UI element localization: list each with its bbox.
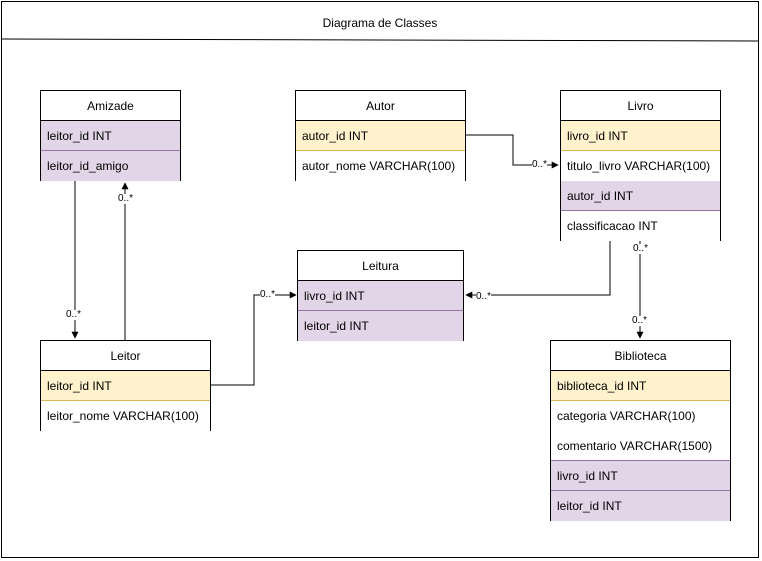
field-leitura-livro-id[interactable]: livro_id INT <box>298 281 463 311</box>
field-livro-livro-id[interactable]: livro_id INT <box>561 121 720 151</box>
class-autor-title: Autor <box>296 91 465 121</box>
class-autor[interactable]: Autor autor_id INT autor_nome VARCHAR(10… <box>295 90 466 181</box>
field-autor-autor-nome[interactable]: autor_nome VARCHAR(100) <box>296 151 465 181</box>
field-leitor-leitor-id[interactable]: leitor_id INT <box>41 371 210 401</box>
field-biblioteca-livro-id[interactable]: livro_id INT <box>551 461 730 491</box>
field-livro-autor-id[interactable]: autor_id INT <box>561 181 720 211</box>
multiplicity-amizade-leitor: 0..* <box>66 309 82 320</box>
diagram-title: Diagrama de Classes <box>322 16 438 30</box>
multiplicity-livro-leitura: 0..* <box>476 291 492 302</box>
multiplicity-autor-livro: 0..* <box>532 159 548 170</box>
field-autor-autor-id[interactable]: autor_id INT <box>296 121 465 151</box>
field-amizade-leitor-id[interactable]: leitor_id INT <box>41 121 180 151</box>
multiplicity-livro-biblioteca-source: 0..* <box>633 243 649 254</box>
class-leitura-title: Leitura <box>298 251 463 281</box>
edge-leitor-leitura <box>211 291 297 386</box>
field-livro-classificacao[interactable]: classificacao INT <box>561 211 720 241</box>
field-biblioteca-leitor-id[interactable]: leitor_id INT <box>551 491 730 521</box>
class-biblioteca-title: Biblioteca <box>551 341 730 371</box>
multiplicity-leitor-leitura: 0..* <box>260 289 276 300</box>
field-livro-titulo-livro[interactable]: titulo_livro VARCHAR(100) <box>561 151 720 181</box>
field-biblioteca-comentario[interactable]: comentario VARCHAR(1500) <box>551 431 730 461</box>
field-biblioteca-biblioteca-id[interactable]: biblioteca_id INT <box>551 371 730 401</box>
field-leitura-leitor-id[interactable]: leitor_id INT <box>298 311 463 341</box>
field-leitor-leitor-nome[interactable]: leitor_nome VARCHAR(100) <box>41 401 210 431</box>
class-biblioteca[interactable]: Biblioteca biblioteca_id INT categoria V… <box>550 340 731 521</box>
class-leitura[interactable]: Leitura livro_id INT leitor_id INT <box>297 250 464 341</box>
class-amizade-title: Amizade <box>41 91 180 121</box>
class-livro[interactable]: Livro livro_id INT titulo_livro VARCHAR(… <box>560 90 721 241</box>
class-livro-title: Livro <box>561 91 720 121</box>
multiplicity-livro-biblioteca-target: 0..* <box>632 315 648 326</box>
class-amizade[interactable]: Amizade leitor_id INT leitor_id_amigo <box>40 90 181 181</box>
field-amizade-leitor-id-amigo[interactable]: leitor_id_amigo <box>41 151 180 181</box>
class-leitor[interactable]: Leitor leitor_id INT leitor_nome VARCHAR… <box>40 340 211 431</box>
field-biblioteca-categoria[interactable]: categoria VARCHAR(100) <box>551 401 730 431</box>
class-leitor-title: Leitor <box>41 341 210 371</box>
multiplicity-leitor-amizade: 0..* <box>118 193 134 204</box>
edge-livro-leitura <box>465 241 611 299</box>
